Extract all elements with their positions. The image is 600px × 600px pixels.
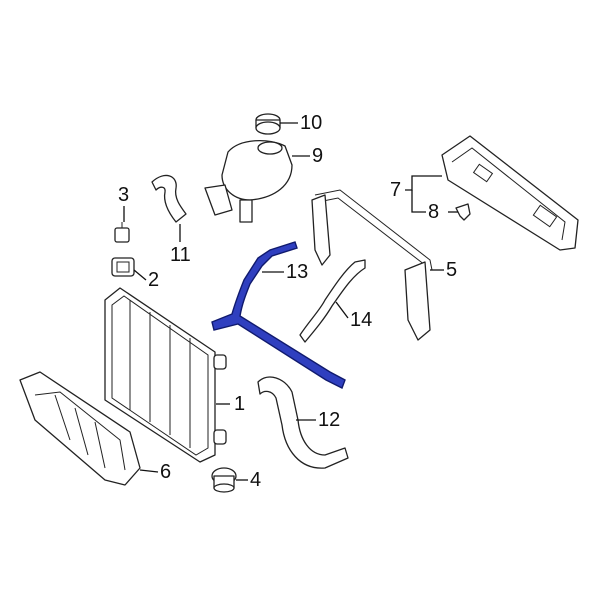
callout-2: 2 xyxy=(148,269,160,291)
cowl-panel-part-7 xyxy=(441,135,579,251)
callout-11: 11 xyxy=(170,244,191,266)
callout-5: 5 xyxy=(446,259,458,281)
mount-part-2 xyxy=(111,257,135,277)
radiator-part-1 xyxy=(104,287,227,463)
callout-13: 13 xyxy=(286,261,309,283)
callout-1: 1 xyxy=(234,393,246,415)
callout-10: 10 xyxy=(300,112,323,134)
hose-part-12 xyxy=(257,376,349,469)
callout-4: 4 xyxy=(250,469,262,491)
callout-3: 3 xyxy=(118,184,130,206)
callout-9: 9 xyxy=(312,145,324,167)
shroud-part-6 xyxy=(19,371,141,486)
clip-part-3 xyxy=(114,222,130,243)
bracket-part-5 xyxy=(311,189,433,341)
cap-part-10 xyxy=(255,113,281,135)
callout-8: 8 xyxy=(428,201,440,223)
clip-part-8 xyxy=(455,203,471,221)
callout-arrows xyxy=(123,122,458,481)
callout-12: 12 xyxy=(318,409,341,431)
hose-part-11 xyxy=(151,174,187,223)
callout-14: 14 xyxy=(350,309,373,331)
hose-part-14 xyxy=(299,259,366,343)
hose-part-13-highlighted xyxy=(211,241,346,389)
callout-7: 7 xyxy=(390,179,402,201)
callout-6: 6 xyxy=(160,461,172,483)
reservoir-part-9 xyxy=(204,139,293,223)
cap-part-4 xyxy=(211,467,237,493)
